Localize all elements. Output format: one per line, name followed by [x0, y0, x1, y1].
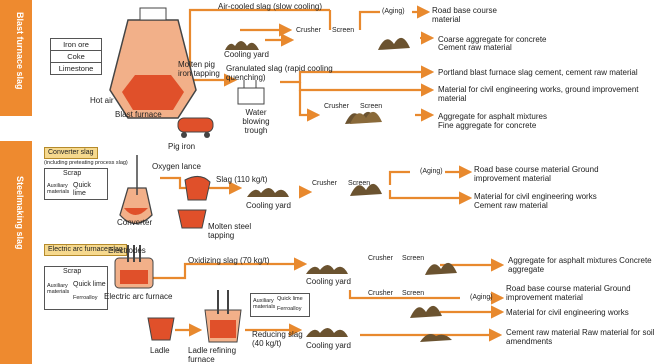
civil-label-2: Material for civil engineering works — [506, 308, 629, 317]
quick-lime-label-2: Quick lime — [73, 281, 106, 288]
input-limestone: Limestone — [58, 64, 94, 73]
ladle-label: Ladle — [150, 346, 170, 355]
blast-furnace-section-bar — [0, 0, 32, 116]
blast-inputs-box: Iron ore Coke Limestone — [50, 38, 102, 75]
converter-graphic — [119, 155, 153, 225]
arrow-air-cooled — [188, 8, 332, 62]
cooling-yard-label-4: Cooling yard — [306, 341, 351, 350]
water-trough-graphic — [237, 80, 265, 105]
ladle-graphic — [147, 317, 175, 341]
arrow-conv-aging — [388, 172, 470, 185]
ladle-refining-graphic — [204, 290, 242, 343]
arrow-civil — [298, 82, 435, 97]
slag-pot — [184, 176, 211, 201]
granulated-label: Granulated slag (rapid cooling quenching… — [226, 64, 333, 82]
road-base-label-2: Road base course material Ground improve… — [474, 165, 599, 183]
screen-label-1: Screen — [332, 27, 355, 34]
cement-raw-label-1: Cement raw material — [438, 43, 512, 52]
ladle-refining-label: Ladle refining furnace — [188, 346, 237, 364]
screen-label-5: Screen — [402, 290, 425, 297]
crusher-label-1: Crusher — [296, 27, 321, 34]
road-base-label-1: Road base course material — [432, 6, 497, 24]
pig-iron-label: Pig iron — [168, 142, 196, 151]
molten-steel-ladle — [177, 209, 207, 229]
cooling-yard-label-1: Cooling yard — [224, 50, 269, 59]
aging-label-2: (Aging) — [420, 168, 443, 175]
cooling-yard-label-3: Cooling yard — [306, 277, 351, 286]
arrow-oxidizing — [150, 257, 308, 280]
blast-furnace-graphic — [109, 7, 197, 119]
refining-inputs-box: Auxiliary materials Quick lime Ferroallo… — [250, 293, 310, 317]
crusher-label-5: Crusher — [368, 290, 393, 297]
electrodes-label: Electrodes — [108, 246, 146, 255]
arrow-portland — [280, 65, 435, 84]
asphalt-fine-label: Aggregate for asphalt mixtures Fine aggr… — [438, 112, 547, 130]
scrap-label-2: Scrap — [63, 268, 82, 275]
civil-label-1: Material for civil engineering works, gr… — [438, 85, 639, 103]
converter-slag-label: Slag (110 kg/t) — [216, 175, 268, 184]
hot-air-label: Hot air — [90, 96, 114, 105]
asphalt-concrete-label: Aggregate for asphalt mixtures Concrete … — [508, 256, 652, 274]
eaf-inputs-box: Scrap Auxiliary materials Quick lime Fer… — [44, 266, 108, 310]
arrow-converter-slag — [160, 176, 243, 195]
screen-label-4: Screen — [402, 255, 425, 262]
ferroalloy-label-1: Ferroalloy — [73, 295, 98, 301]
screen-label-2: Screen — [360, 103, 383, 110]
aging-label-1: (Aging) — [382, 8, 405, 15]
eaf-graphic — [114, 245, 154, 289]
oxidizing-label: Oxidizing slag (70 kg/t) — [188, 256, 270, 265]
crusher-label-3: Crusher — [312, 180, 337, 187]
water-trough-label: Water blowing trough — [242, 108, 270, 135]
air-cooled-label: Air-cooled slag (slow cooling) — [218, 2, 323, 11]
aux-label-1: Auxiliary materials — [47, 183, 70, 195]
molten-pig-iron-label: Molten pig iron tapping — [178, 60, 220, 78]
scrap-label-1: Scrap — [63, 170, 82, 177]
converter-inputs-box: Scrap Auxiliary materials Quick lime — [44, 168, 108, 200]
steelmaking-section-bar — [0, 141, 32, 364]
molten-steel-label: Molten steel tapping — [208, 222, 252, 240]
aux-label-3: Auxiliary materials — [253, 298, 276, 310]
input-iron-ore: Iron ore — [51, 39, 101, 51]
portland-label: Portland blast furnace slag cement, ceme… — [438, 68, 638, 77]
quick-lime-label-1: Quick lime — [73, 182, 91, 197]
crusher-label-2: Crusher — [324, 103, 349, 110]
cement-soil-label: Cement raw material Raw material for soi… — [506, 328, 655, 346]
arrow-to-crusher2 — [298, 90, 321, 122]
aging-label-3: (Aging) — [470, 294, 493, 301]
reducing-label: Reducing slag (40 kg/t) — [252, 330, 303, 348]
cooling-yard-label-2: Cooling yard — [246, 201, 291, 210]
converter-slag-tag: Converter slag — [44, 147, 98, 159]
blast-furnace-label: Blast furnace — [115, 110, 162, 119]
slag-piles — [225, 37, 457, 342]
pig-iron-ladle-car — [177, 117, 214, 138]
civil-cement-label: Material for civil engineering works Cem… — [474, 192, 597, 210]
input-coke: Coke — [51, 51, 101, 63]
arrow-aging-road — [358, 12, 428, 30]
oxygen-lance-label: Oxygen lance — [152, 162, 201, 171]
arrow-eaf-aging — [348, 290, 502, 298]
ferroalloy-label-2: Ferroalloy — [277, 306, 302, 312]
eaf-label: Electric arc furnace — [104, 292, 173, 301]
screen-label-3: Screen — [348, 180, 371, 187]
quick-lime-label-3: Quick lime — [277, 296, 303, 302]
converter-note: (including preteating process slag) — [44, 160, 128, 166]
crusher-label-4: Crusher — [368, 255, 393, 262]
road-base-label-3: Road base course material Ground improve… — [506, 284, 631, 302]
aux-label-2: Auxiliary materials — [47, 283, 70, 295]
coarse-agg-label: Coarse aggregate for concrete — [438, 35, 547, 44]
converter-label: Converter — [117, 218, 153, 227]
arrow-conv-civil — [388, 190, 473, 205]
eaf-slag-tag: Electric arc furnace slag — [44, 244, 127, 256]
